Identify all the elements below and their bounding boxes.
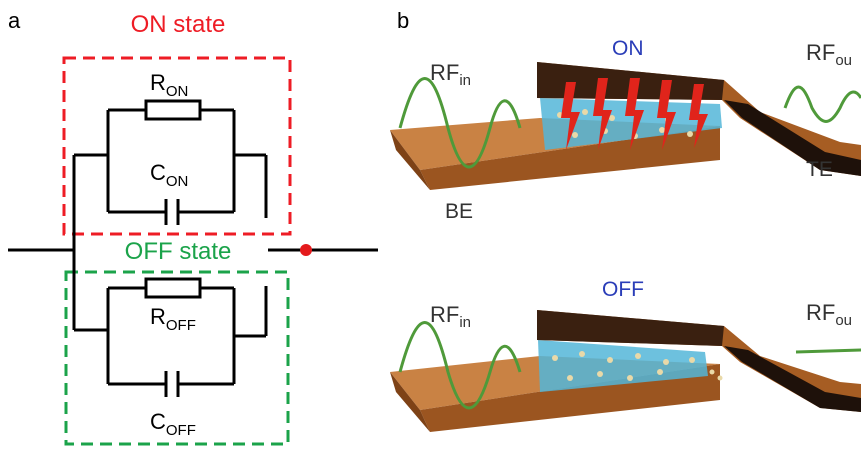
off-rf-out-label: RFou <box>806 300 852 329</box>
on-device: RFin RFou ON BE TE <box>390 37 861 223</box>
panel-b-label: b <box>397 8 409 33</box>
conductive-filaments <box>561 78 708 150</box>
off-device-state-label: OFF <box>602 278 644 301</box>
r-on-resistor <box>144 99 202 121</box>
off-state-label: OFF state <box>125 238 232 265</box>
off-crystal-dots <box>552 351 723 381</box>
be-label: BE <box>445 200 473 223</box>
r-off-resistor <box>144 277 202 299</box>
off-rf-out-line <box>795 348 861 354</box>
off-top-electrode-face <box>537 310 724 346</box>
off-device: RFin RFou OFF <box>390 278 861 432</box>
rf-out-wave <box>783 85 861 123</box>
te-label: TE <box>806 158 833 181</box>
panel-a-label: a <box>8 8 21 33</box>
off-state-box <box>64 270 290 446</box>
on-rf-out-label: RFou <box>806 40 852 69</box>
on-device-state-label: ON <box>612 37 644 60</box>
panel-b: b <box>390 8 861 432</box>
off-network <box>74 277 268 397</box>
on-state-label: ON state <box>131 11 226 38</box>
bottom-electrode-side <box>420 126 720 190</box>
rf-in-wave <box>398 77 522 169</box>
on-state-box <box>62 56 292 236</box>
panel-a: a ON state OFF state RON CON <box>8 8 378 446</box>
on-rf-in-label: RFin <box>430 60 471 89</box>
off-rf-in-label: RFin <box>430 302 471 331</box>
c-off-label: COFF <box>150 409 196 439</box>
r-off-label: ROFF <box>150 304 196 334</box>
junction-dot <box>300 244 312 256</box>
on-network <box>74 99 268 225</box>
r-on-label: RON <box>150 70 188 100</box>
off-rf-in-wave <box>398 321 522 410</box>
c-on-label: CON <box>150 160 188 190</box>
